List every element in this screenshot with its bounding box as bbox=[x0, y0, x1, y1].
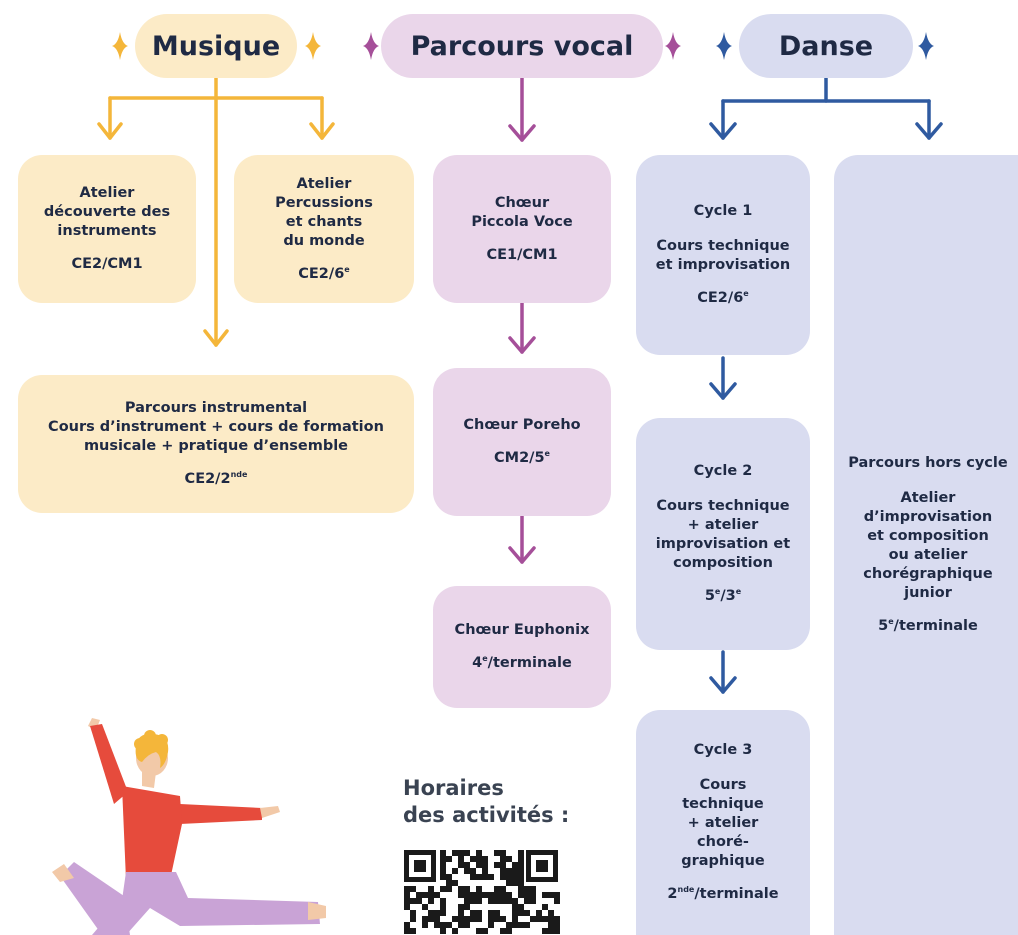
box-line: + atelier bbox=[687, 815, 759, 831]
box-line: Atelier bbox=[900, 490, 956, 506]
level-code: 5e/3e bbox=[704, 587, 742, 605]
level-code: 2nde/terminale bbox=[667, 885, 779, 903]
box-line: Atelier bbox=[79, 185, 135, 201]
box-atelier-decouverte: Atelier découverte des instruments CE2/C… bbox=[18, 155, 196, 303]
box-line: choré- bbox=[697, 834, 749, 850]
box-cycle-3: Cycle 3 Cours technique + atelier choré-… bbox=[636, 710, 810, 935]
box-line: ou atelier bbox=[888, 547, 968, 563]
box-line: junior bbox=[904, 585, 952, 601]
level-code: CE2/CM1 bbox=[71, 256, 143, 272]
box-choeur-poreho: Chœur Poreho CM2/5e bbox=[433, 368, 611, 516]
box-title: Chœur Euphonix bbox=[454, 622, 590, 638]
box-cycle-2: Cycle 2 Cours technique + atelier improv… bbox=[636, 418, 810, 650]
header-danse: Danse bbox=[739, 14, 913, 78]
level-code: CM2/5e bbox=[494, 449, 550, 467]
level-code: CE1/CM1 bbox=[486, 246, 558, 263]
box-line: graphique bbox=[681, 853, 765, 869]
box-atelier-percussions: Atelier Percussions et chants du monde C… bbox=[234, 155, 414, 303]
horaires-label: Horaires des activités : bbox=[403, 775, 603, 829]
box-title: Parcours hors cycle bbox=[848, 455, 1008, 471]
box-line: instruments bbox=[57, 223, 157, 239]
box-line: + atelier bbox=[687, 517, 759, 533]
box-line: Cours technique bbox=[656, 498, 790, 514]
box-title: Cycle 3 bbox=[693, 742, 753, 758]
header-musique: Musique bbox=[135, 14, 297, 78]
level-code: CE2/2nde bbox=[184, 470, 248, 488]
box-parcours-instrumental: Parcours instrumental Cours d’instrument… bbox=[18, 375, 414, 513]
dancer-illustration bbox=[52, 718, 326, 935]
header-danse-label: Danse bbox=[778, 30, 874, 62]
horaires-line-2: des activités : bbox=[403, 803, 570, 827]
box-title: Cycle 2 bbox=[693, 463, 753, 479]
box-line: Piccola Voce bbox=[471, 213, 573, 230]
sparkle-icon bbox=[112, 32, 934, 60]
box-line: et improvisation bbox=[655, 257, 791, 273]
box-line: composition bbox=[673, 555, 773, 571]
box-title: Chœur Poreho bbox=[463, 417, 581, 433]
box-line: découverte des bbox=[43, 204, 171, 220]
level-code: CE2/6e bbox=[298, 264, 350, 282]
box-line: et composition bbox=[867, 528, 989, 544]
box-title: Cycle 1 bbox=[693, 203, 753, 219]
box-line: Parcours instrumental bbox=[124, 400, 308, 416]
box-line: Cours bbox=[699, 777, 747, 793]
box-line: Atelier bbox=[296, 175, 352, 192]
header-musique-label: Musique bbox=[151, 30, 281, 62]
box-line: technique bbox=[682, 796, 764, 812]
box-line: Cours technique bbox=[656, 238, 790, 254]
box-line: du monde bbox=[283, 232, 365, 249]
box-cycle-1: Cycle 1 Cours technique et improvisation… bbox=[636, 155, 810, 355]
box-line: et chants bbox=[285, 213, 363, 230]
box-line: Chœur bbox=[494, 194, 550, 211]
level-code: CE2/6e bbox=[697, 289, 749, 307]
box-line: musicale + pratique d’ensemble bbox=[83, 438, 349, 454]
horaires-line-1: Horaires bbox=[403, 776, 504, 800]
qr-code[interactable] bbox=[402, 848, 562, 935]
box-line: improvisation et bbox=[655, 536, 791, 552]
level-code: 5e/terminale bbox=[878, 617, 978, 635]
header-vocal-label: Parcours vocal bbox=[410, 30, 634, 62]
box-line: Cours d’instrument + cours de formation bbox=[48, 419, 384, 435]
box-choeur-piccola: Chœur Piccola Voce CE1/CM1 bbox=[433, 155, 611, 303]
level-code: 4e/terminale bbox=[472, 654, 572, 672]
box-choeur-euphonix: Chœur Euphonix 4e/terminale bbox=[433, 586, 611, 708]
box-line: Percussions bbox=[275, 194, 373, 211]
header-parcours-vocal: Parcours vocal bbox=[381, 14, 663, 78]
box-line: chorégraphique bbox=[863, 566, 993, 582]
box-line: d’improvisation bbox=[863, 509, 993, 525]
box-parcours-hors-cycle: Parcours hors cycle Atelier d’improvisat… bbox=[834, 155, 1018, 935]
